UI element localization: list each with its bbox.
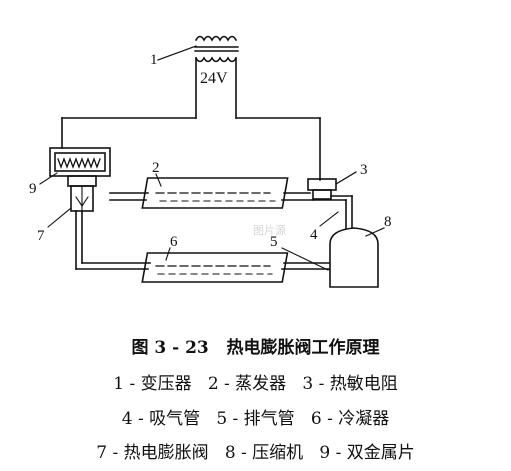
watermark: 图片源 — [253, 224, 286, 237]
label-condenser: 6 — [170, 234, 178, 250]
label-discharge-pipe: 5 — [270, 234, 278, 250]
transformer — [157, 35, 239, 119]
label-expansion-valve: 7 — [37, 228, 45, 244]
expansion-valve — [49, 147, 111, 212]
control-wires — [61, 117, 321, 181]
label-suction-pipe: 4 — [310, 227, 318, 243]
refrigerant-pipes — [75, 192, 353, 271]
compressor — [329, 227, 385, 288]
legend-line-3: 7 - 热电膨胀阀 8 - 压缩机 9 - 双金属片 — [96, 443, 415, 463]
thermistor — [307, 171, 357, 200]
refrigeration-diagram: 1 24V 2 3 9 7 4 8 6 5 — [29, 35, 392, 288]
figure-title: 图 3 - 23 热电膨胀阀工作原理 — [131, 338, 380, 358]
legend-line-1: 1 - 变压器 2 - 蒸发器 3 - 热敏电阻 — [113, 374, 398, 394]
label-evaporator: 2 — [152, 160, 160, 176]
label-bimetal: 9 — [29, 181, 37, 197]
legend-line-2: 4 - 吸气管 5 - 排气管 6 - 冷凝器 — [121, 409, 390, 429]
label-voltage: 24V — [200, 70, 228, 87]
evaporator — [141, 177, 289, 209]
label-transformer: 1 — [150, 52, 158, 68]
condenser — [141, 252, 289, 283]
leader-lines — [39, 172, 339, 261]
label-thermistor: 3 — [360, 162, 368, 178]
label-compressor: 8 — [384, 214, 392, 230]
